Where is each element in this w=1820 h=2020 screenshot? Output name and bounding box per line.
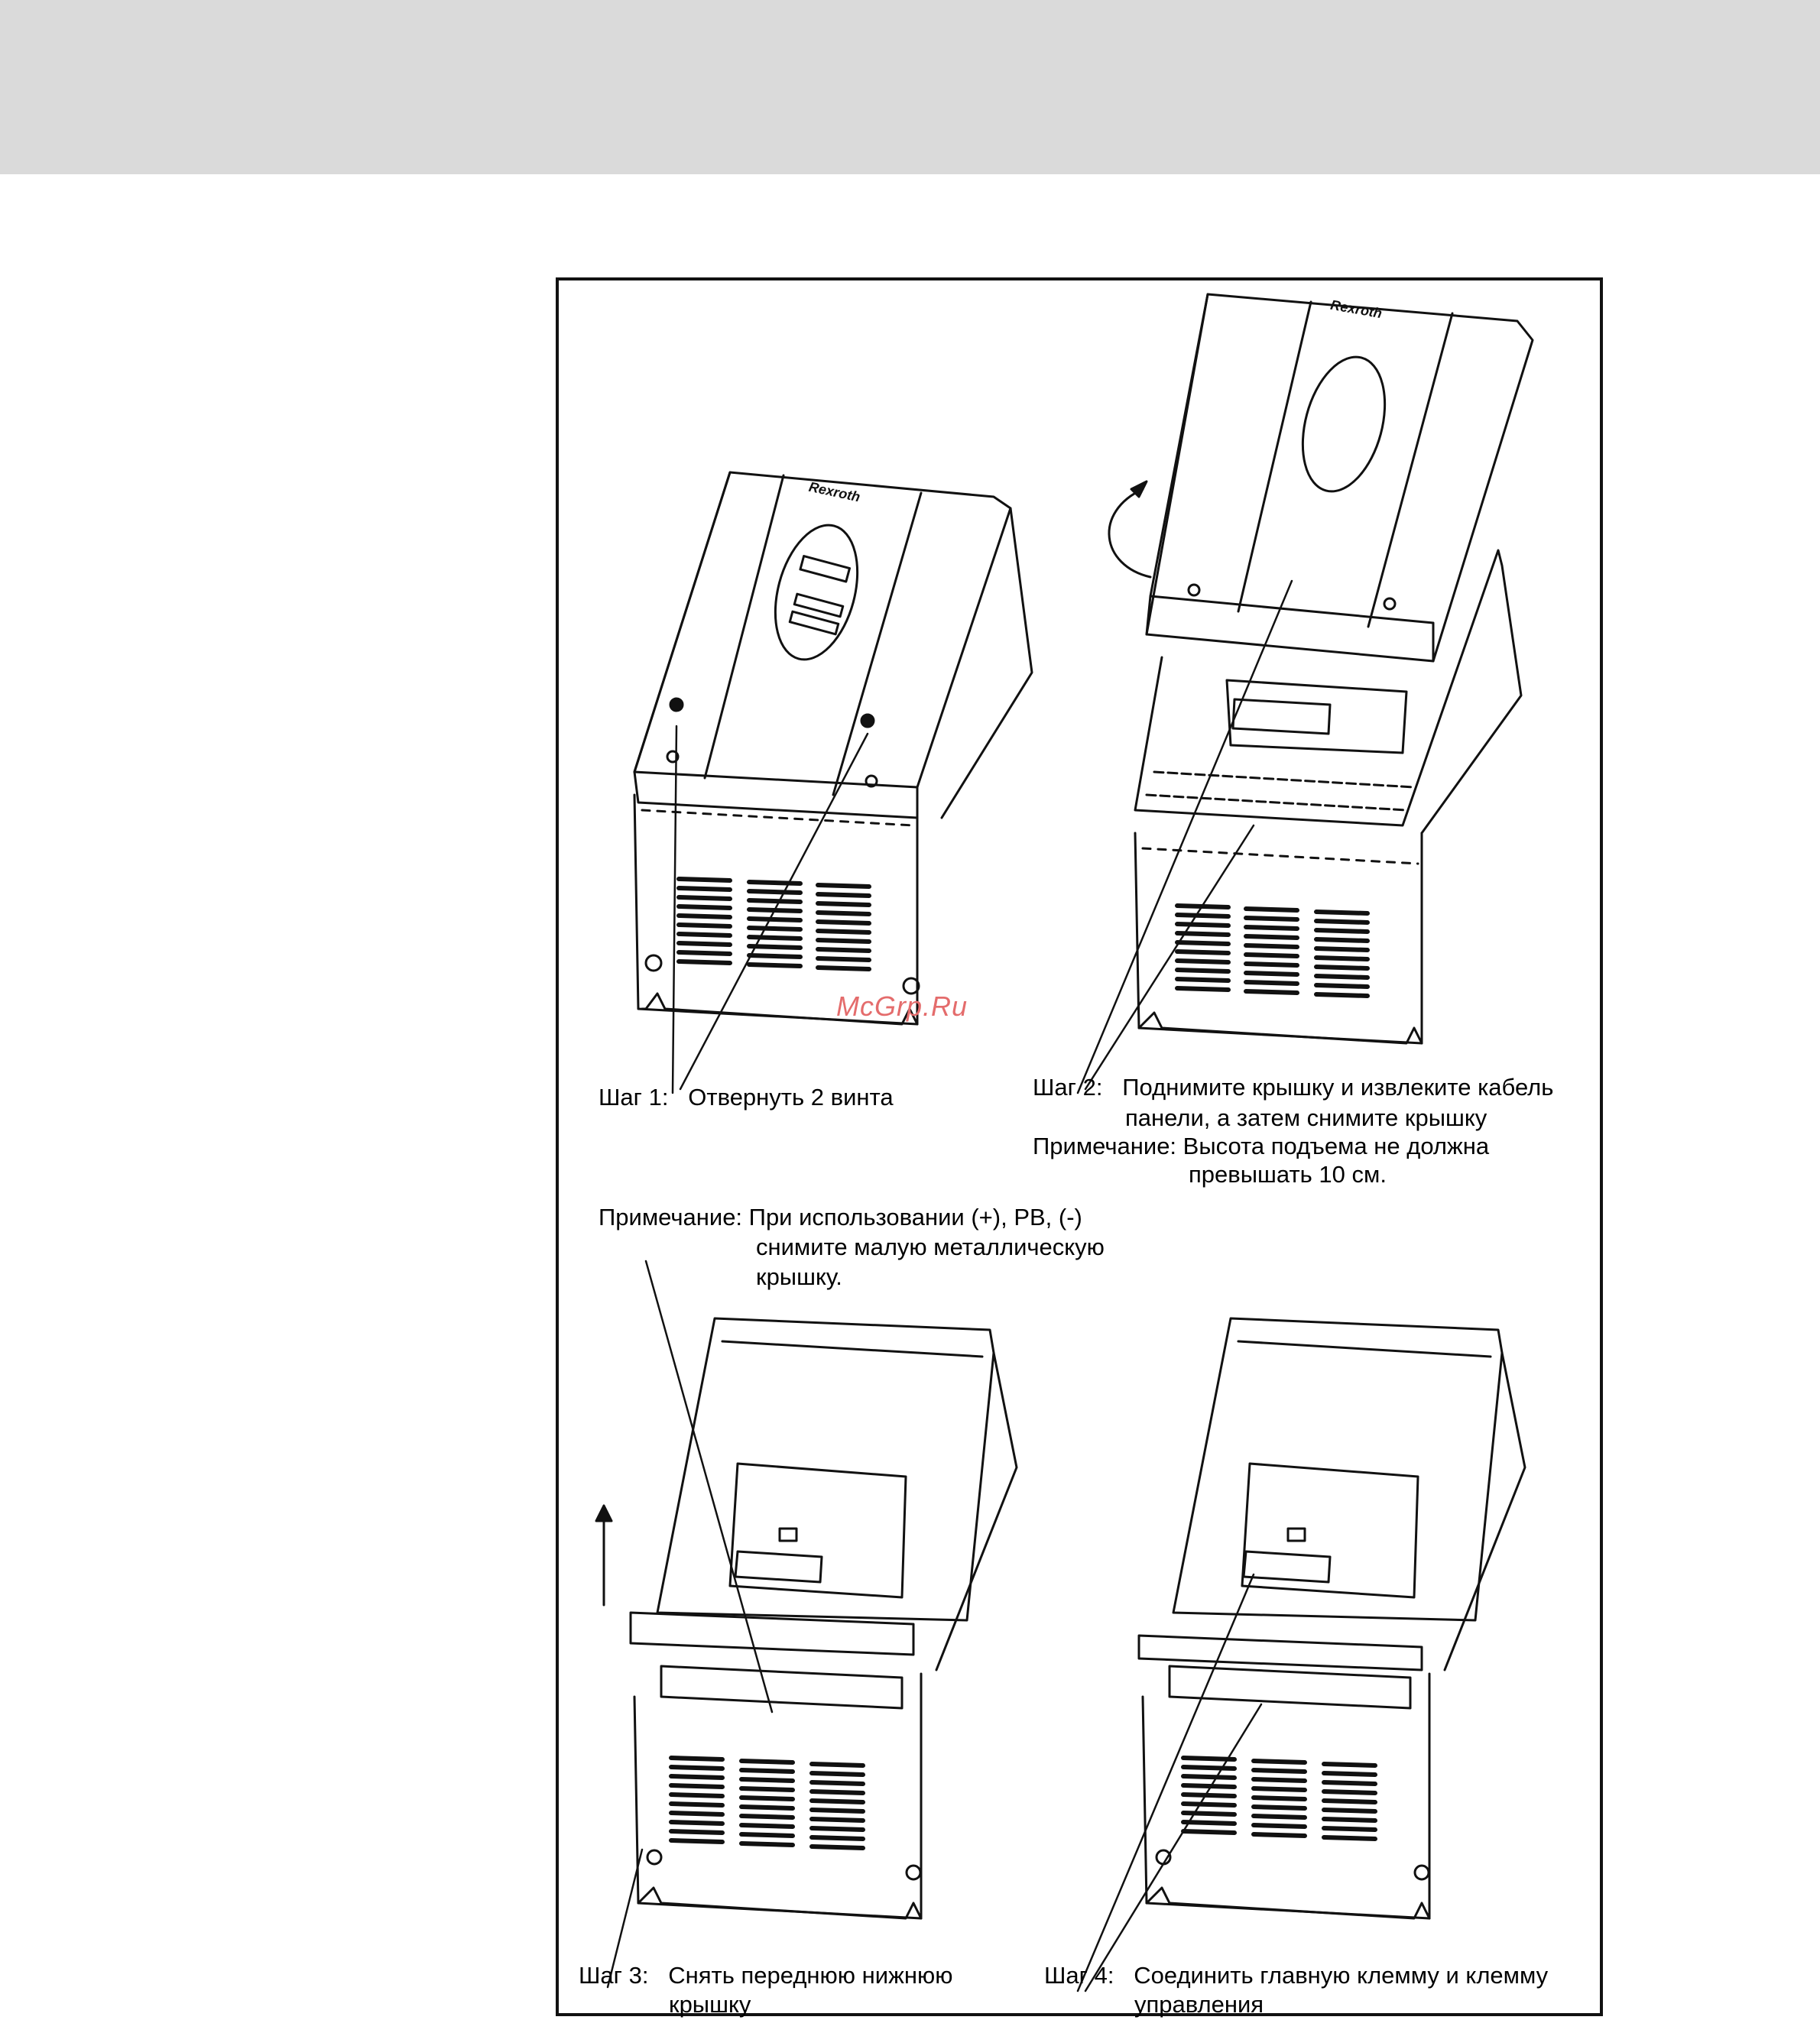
step4-caption-line1: Шаг 4: Соединить главную клемму и клемму xyxy=(1044,1962,1549,1989)
lift-arrow xyxy=(1108,488,1152,579)
step4-caption-line2: управления xyxy=(1134,1991,1264,2018)
step3-drive-unit xyxy=(595,1260,1018,1989)
step2-note-line1: Примечание: Высота подъема не должна xyxy=(1033,1133,1490,1159)
step3-terminal-cover-plate xyxy=(629,1611,915,1656)
step1-cover-grooves xyxy=(703,474,923,796)
page-header-band xyxy=(0,0,1820,174)
step2-drive-unit: Rexroth xyxy=(1076,293,1534,1094)
step3-control-terminal xyxy=(734,1550,823,1584)
step3-note-line2: снимите малую металлическую xyxy=(756,1234,1105,1260)
step1-screw-left xyxy=(669,697,684,712)
step2-control-terminal xyxy=(1231,698,1332,735)
step4-drive-unit xyxy=(1076,1317,1526,1992)
step1-pointer-lines xyxy=(671,725,869,1094)
step4-control-board xyxy=(1241,1462,1419,1599)
step3-control-board xyxy=(728,1462,907,1599)
step2-pointer-lines xyxy=(1076,579,1293,1094)
step4-main-terminal xyxy=(1168,1665,1412,1710)
step3-vent-grilles xyxy=(669,1756,865,1850)
step1-drive-unit: Rexroth xyxy=(633,471,1033,1094)
step2-caption-line2: панели, а затем снимите крышку xyxy=(1125,1104,1487,1131)
step2-note-line2: превышать 10 см. xyxy=(1189,1161,1387,1188)
step3-pointer-lines xyxy=(606,1260,774,1989)
step1-screw-right xyxy=(860,713,875,728)
step4-vent-grilles xyxy=(1181,1756,1377,1841)
step4-control-terminal xyxy=(1242,1550,1332,1584)
step2-vent-grilles xyxy=(1175,903,1370,998)
step3-note-line1: Примечание: При использовании (+), PB, (… xyxy=(599,1204,1082,1230)
step3-note-line3: крышку. xyxy=(756,1263,842,1290)
step2-keypad-oval xyxy=(1301,355,1387,493)
step3-caption-line1: Шаг 3: Снять переднюю нижнюю xyxy=(579,1962,953,1989)
figure-frame xyxy=(556,277,1603,2016)
step4-pointer-lines xyxy=(1076,1573,1263,1992)
step2-caption-line1: Шаг 2: Поднимите крышку и извлеките кабе… xyxy=(1033,1074,1554,1101)
watermark: McGrp.Ru xyxy=(836,991,968,1022)
step1-caption: Шаг 1: Отвернуть 2 винта xyxy=(599,1084,894,1111)
step3-caption-line2: крышку xyxy=(669,1991,751,2018)
step1-vent-grilles xyxy=(676,877,871,971)
